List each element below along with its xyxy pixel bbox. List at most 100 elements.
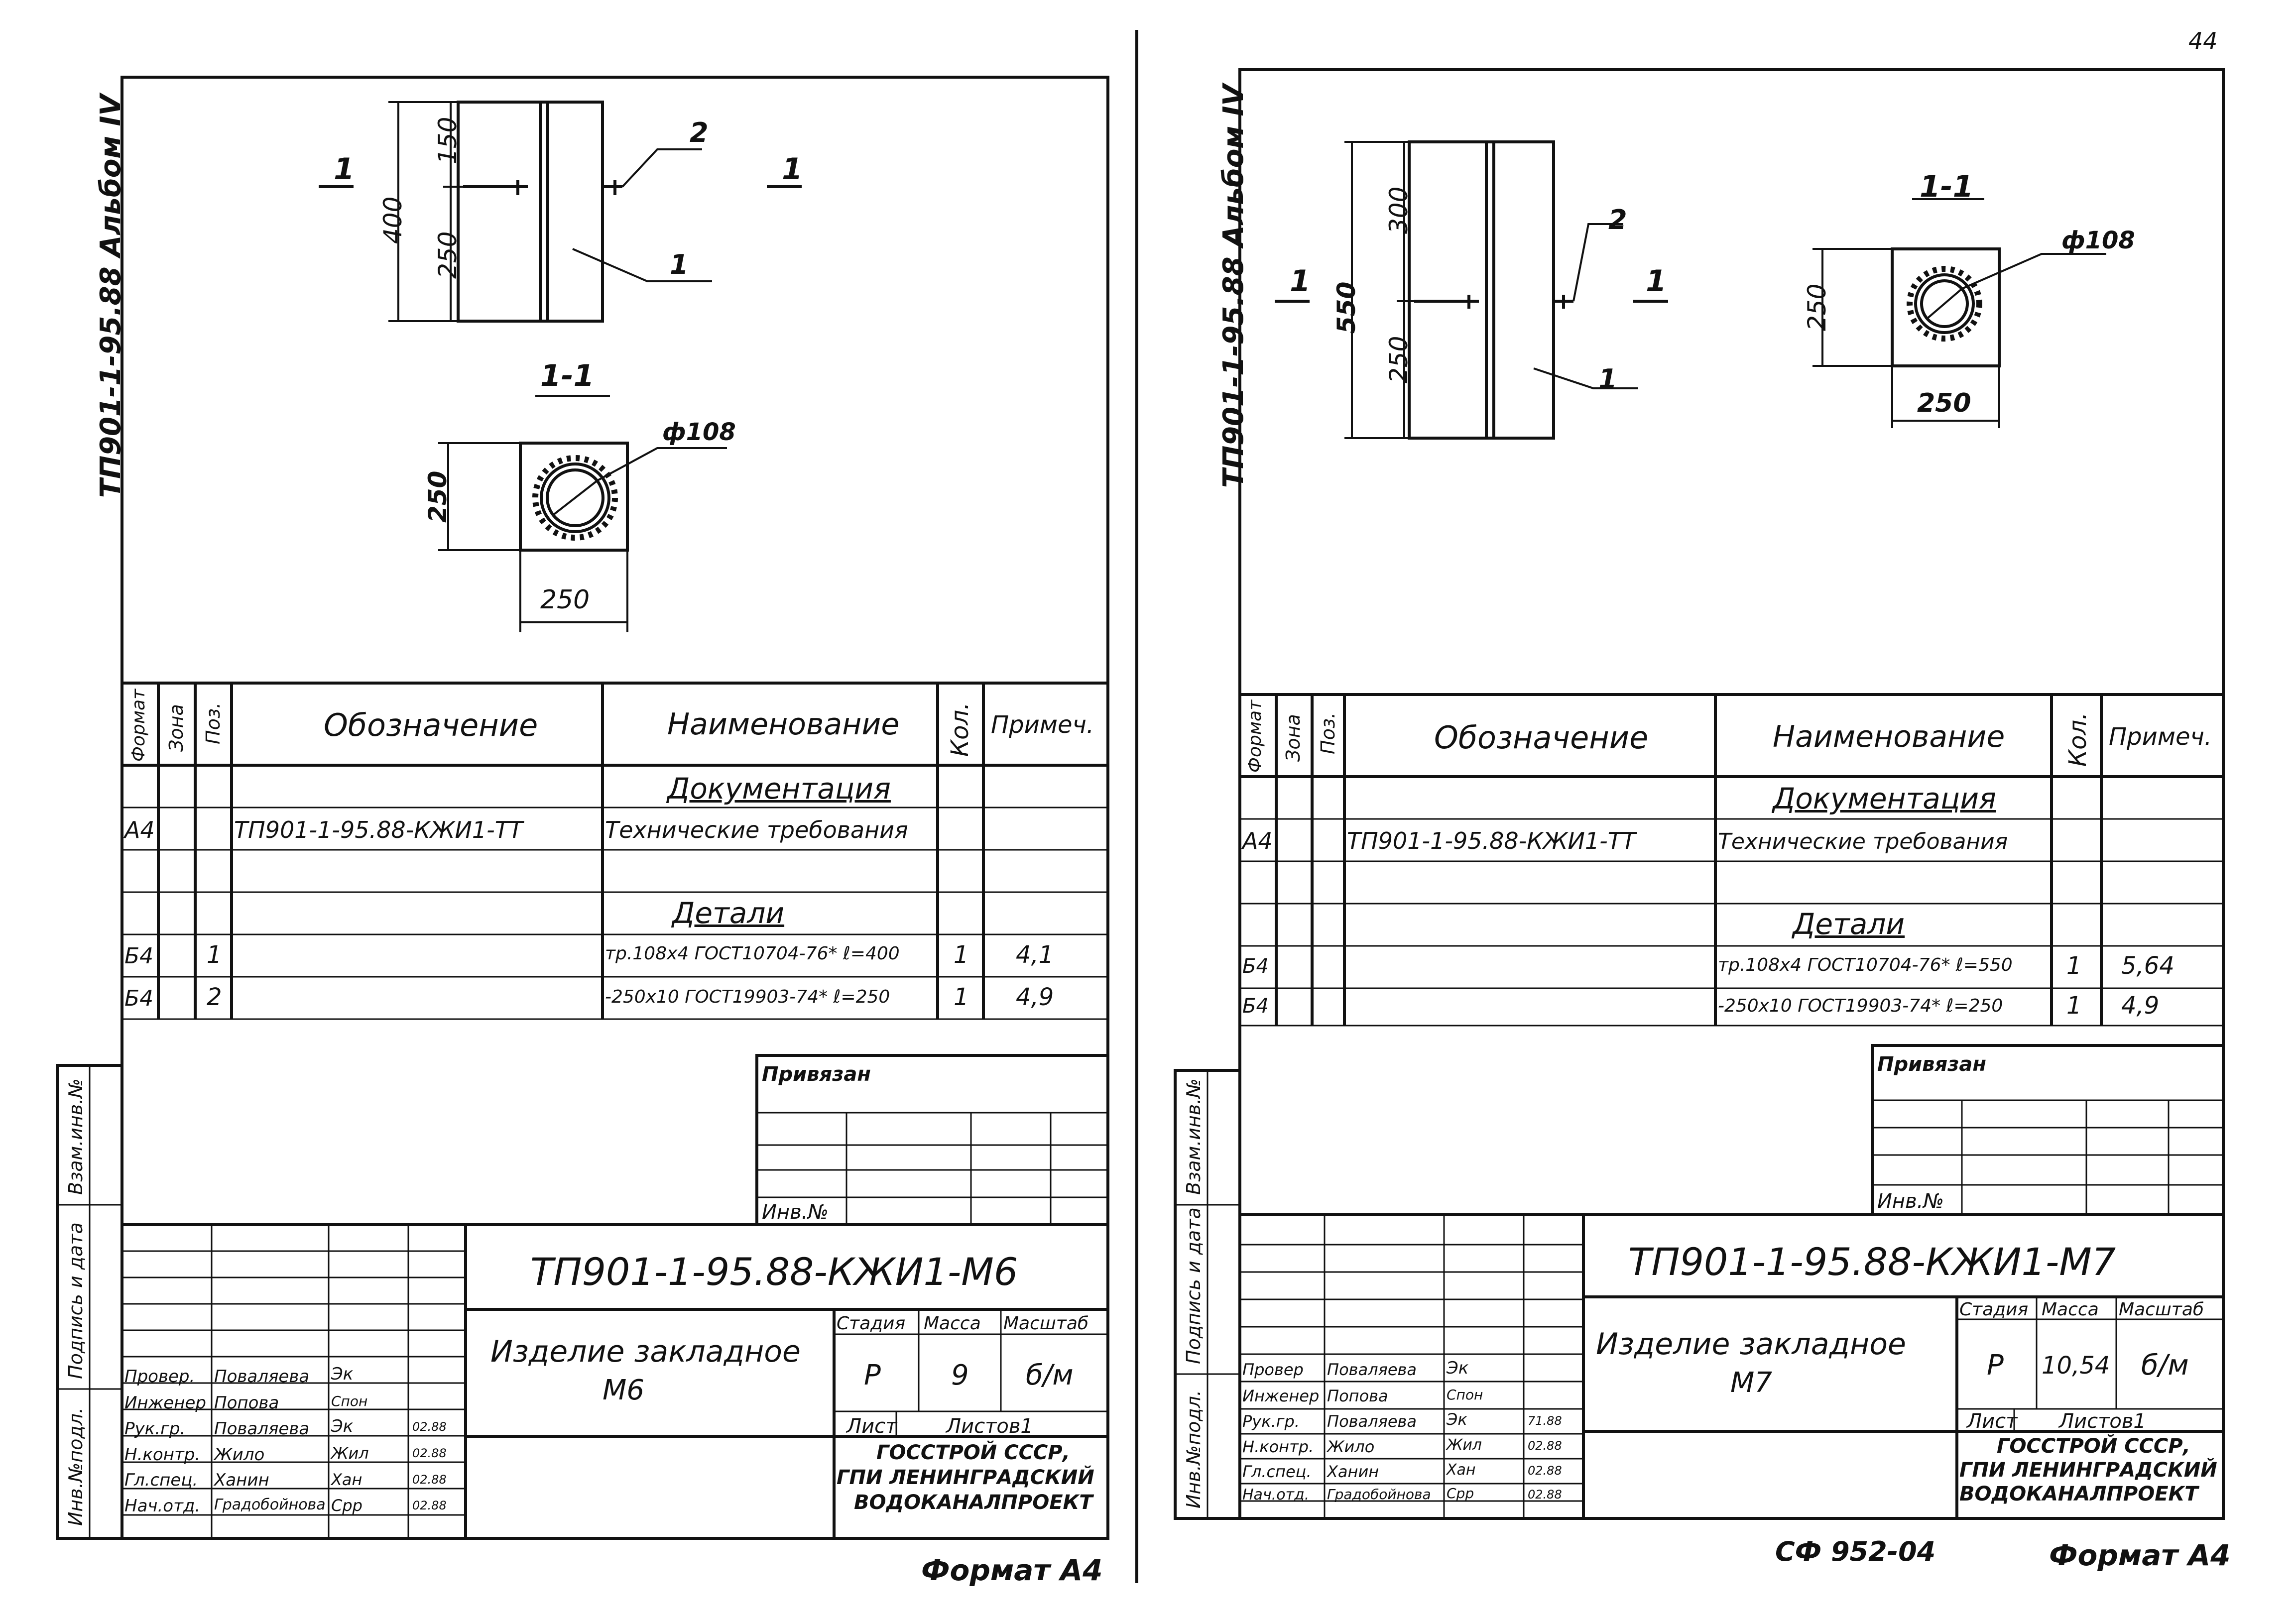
position-2-label: 2 [690,117,709,148]
person-role: Нач.отд. [1242,1486,1310,1504]
stage-label: Стадия [837,1313,906,1334]
row-name: -250х10 ГОСТ19903-74* ℓ=250 [1718,996,2003,1016]
row-note: 4,9 [2121,992,2160,1020]
person-role: Рук.гр. [1242,1412,1300,1431]
group-docs: Документация [1773,782,1996,815]
row-qty: 1 [954,983,969,1011]
person-role: Рук.гр. [124,1419,186,1439]
person-name: Градобойнова [214,1496,326,1513]
section-mark-right: 1 [782,152,803,187]
product-name: Изделие закладное [1596,1327,1906,1362]
row-format: Б4 [1242,955,1269,978]
row-qty: 1 [954,941,969,969]
header-designation: Обозначение [324,707,538,743]
stage-value: Р [864,1359,881,1391]
sheets-count: Листов1 [946,1415,1033,1438]
group-docs: Документация [667,772,891,806]
header-name: Наименование [1773,719,2005,754]
binding-label: Привязан [762,1063,871,1086]
diameter-label: ф108 [662,418,736,446]
person-role: Гл.спец. [124,1470,198,1490]
org-line-3: ВОДОКАНАЛПРОЕКТ [854,1491,1093,1514]
person-date: 02.88 [1528,1464,1562,1478]
person-role: Инженер [124,1393,206,1413]
product-mark: М7 [1730,1367,1772,1399]
product-mark: М6 [603,1374,644,1406]
dim-top: 300 [1384,186,1413,234]
section-bottom-dim: 250 [1917,388,1971,418]
person-role: Инженер [1242,1387,1320,1405]
mass-label: Масса [2042,1299,2099,1320]
row-qty: 1 [2066,952,2082,980]
person-role: Гл.спец. [1242,1462,1312,1481]
side-label-replace: Взам.инв.№ [1183,1078,1205,1195]
scale-value: б/м [1026,1359,1074,1391]
person-date: 02.88 [1528,1488,1562,1502]
person-role: Н.контр. [1242,1437,1314,1456]
scale-value: б/м [2141,1349,2189,1382]
row-pos: 1 [207,941,222,969]
person-name: Ханин [1327,1462,1379,1481]
org-line-1: ГОССТРОЙ СССР, [876,1441,1070,1464]
header-note: Примеч. [991,711,1094,739]
person-date: 02.88 [412,1446,447,1460]
binding-inv: Инв.№ [1877,1190,1944,1213]
section-title: 1-1 [1920,169,1974,204]
person-sign: Спон [331,1393,368,1409]
format-label: Формат А4 [2049,1538,2231,1572]
header-designation: Обозначение [1434,719,1649,756]
person-sign: Жил [331,1444,369,1463]
page-number: 44 [2188,27,2218,54]
dim-total: 550 [1332,281,1361,334]
position-1-label: 1 [1598,363,1617,395]
side-label-sign: Подпись и дата [65,1222,87,1379]
sheets-count: Листов1 [2059,1410,2146,1433]
person-date: 02.88 [412,1473,447,1487]
person-role: Провер. [124,1367,195,1387]
side-label-sign: Подпись и дата [1183,1207,1205,1364]
row-note: 4,9 [1016,983,1054,1011]
org-line-1: ГОССТРОЙ СССР, [1997,1435,2190,1458]
section-title: 1-1 [540,358,595,393]
doc-designation: ТП901-1-95.88-КЖИ1-ТТ [234,816,523,843]
person-date: 02.88 [1528,1439,1562,1453]
person-name: Жило [1327,1437,1375,1456]
person-date: 02.88 [412,1499,447,1512]
section-bottom-dim: 250 [540,585,590,615]
sheet-label: Лист [1967,1410,2018,1433]
code-stamp: СФ 952-04 [1775,1536,1936,1567]
row-qty: 1 [2066,992,2082,1020]
org-line-3: ВОДОКАНАЛПРОЕКТ [1959,1483,2198,1505]
mass-value: 9 [951,1359,969,1391]
person-sign: Хан [1447,1461,1476,1479]
album-label: ТП901-1-95.88 Альбом IV [1217,84,1250,488]
person-role: Нач.отд. [124,1496,201,1516]
person-name: Градобойнова [1327,1486,1431,1503]
person-name: Поваляева [214,1419,310,1439]
sheet-label: Лист [846,1415,897,1438]
format-label: Формат А4 [921,1553,1103,1587]
document-code: ТП901-1-95.88-КЖИ1-М6 [530,1250,1018,1294]
stage-value: Р [1987,1349,2004,1382]
section-mark-left: 1 [1290,264,1311,299]
binding-label: Привязан [1877,1053,1987,1076]
row-pos: 2 [207,983,222,1011]
product-name: Изделие закладное [490,1334,801,1369]
diameter-label: ф108 [2061,227,2135,254]
person-sign: Эк [331,1416,354,1436]
header-pos: Поз. [1317,712,1339,754]
mass-value: 10,54 [2042,1352,2110,1380]
person-name: Попова [214,1393,279,1413]
header-format: Формат [128,689,149,762]
person-name: Поваляева [214,1367,310,1387]
org-line-2: ГПИ ЛЕНИНГРАДСКИЙ [1959,1459,2217,1482]
row-name: -250х10 ГОСТ19903-74* ℓ=250 [605,987,890,1007]
binding-inv: Инв.№ [762,1201,829,1224]
header-zone: Зона [165,704,187,752]
position-2-label: 2 [1608,204,1627,235]
side-label-replace: Взам.инв.№ [65,1078,87,1195]
row-note: 5,64 [2121,952,2175,980]
person-role: Провер [1242,1360,1304,1379]
dim-bottom: 250 [433,231,462,279]
position-1-label: 1 [670,249,689,280]
